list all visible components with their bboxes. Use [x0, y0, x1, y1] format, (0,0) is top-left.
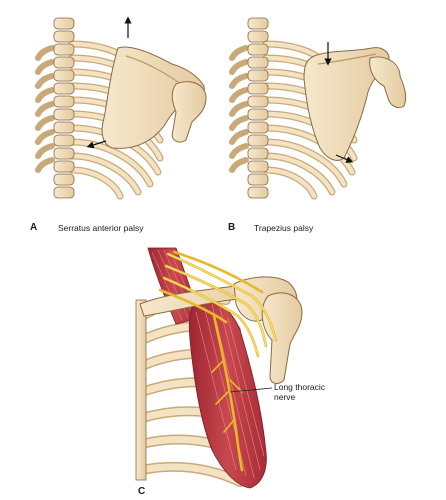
panel-a-humerus [171, 81, 207, 143]
panel-c-letter: C [138, 486, 146, 497]
panel-a-spine [53, 17, 75, 199]
panel-b-spine [247, 17, 269, 199]
panel-b-humerus [369, 56, 407, 109]
panel-c-sternum [135, 299, 147, 481]
panel-c-long-thoracic-nerve [212, 314, 244, 472]
panel-c-humerus [261, 292, 303, 384]
panel-c-serratus-muscle [188, 298, 267, 489]
panel-b-right-arrow [335, 154, 354, 163]
nerve-leader-line [229, 387, 273, 393]
panel-a-scapula [101, 46, 205, 149]
panel-a-letter: A [30, 222, 38, 233]
panel-a-skeleton [35, 16, 207, 200]
long-thoracic-nerve-label: Long thoracic nerve [274, 382, 334, 402]
panel-b-scapula [303, 47, 390, 161]
panel-a-left-arrow [86, 140, 107, 149]
panel-a-caption: Serratus anterior palsy [58, 223, 144, 233]
panel-b-letter: B [228, 222, 236, 233]
panel-c-illustration [135, 247, 303, 489]
nerve-label-line1: Long thoracic [274, 382, 326, 392]
panel-b-skeleton [229, 17, 407, 200]
panel-b-caption: Trapezius palsy [254, 223, 314, 233]
nerve-label-line2: nerve [274, 392, 296, 402]
